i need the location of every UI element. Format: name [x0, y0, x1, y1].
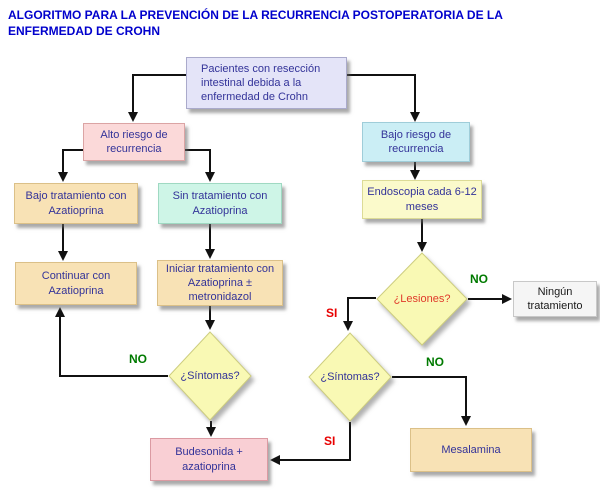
connector-sintomas-no-continuar [55, 307, 168, 377]
node-bajo-riesgo: Bajo riesgo de recurrencia [362, 122, 470, 162]
node-mesalamina: Mesalamina [410, 428, 532, 472]
connector-sintomas-si-budesonida [270, 422, 351, 465]
decision-lesiones-label: ¿Lesiones? [393, 293, 451, 305]
node-bajo-tratamiento: Bajo tratamiento con Azatioprina [14, 183, 138, 224]
label-no-sintomas-derecha: NO [426, 355, 444, 369]
page-title: ALGORITMO PARA LA PREVENCIÓN DE LA RECUR… [8, 8, 503, 38]
connector-alto-sintrat [185, 149, 215, 182]
node-pacientes-label: Pacientes con resección intestinal debid… [201, 62, 321, 104]
node-sin-tratamiento: Sin tratamiento con Azatioprina [158, 183, 282, 224]
node-bajo-tratamiento-label: Bajo tratamiento con Azatioprina [25, 190, 127, 217]
node-budesonida-label: Budesonida + azatioprina [175, 446, 243, 473]
node-continuar-label: Continuar con Azatioprina [41, 270, 111, 297]
decision-sintomas-izquierda: ¿Síntomas? [168, 331, 252, 421]
node-alto-riesgo: Alto riesgo de recurrencia [83, 123, 185, 161]
label-si-lesiones: SI [326, 306, 338, 320]
node-pacientes: Pacientes con resección intestinal debid… [186, 57, 347, 109]
diamond-shape [308, 332, 392, 422]
node-bajo-riesgo-label: Bajo riesgo de recurrencia [380, 128, 452, 155]
node-endoscopia-label: Endoscopia cada 6-12 meses [367, 186, 477, 213]
label-no-lesiones: NO [470, 272, 488, 286]
diamond-shape [376, 252, 468, 346]
node-endoscopia: Endoscopia cada 6-12 meses [362, 180, 482, 219]
connector-pacientes-alto [128, 74, 188, 122]
node-sin-tratamiento-label: Sin tratamiento con Azatioprina [172, 190, 268, 217]
label-si-sintomas-derecha: SI [324, 434, 336, 448]
connector-sintomas-no-mesalamina [392, 376, 471, 426]
connector-lesiones-si-sintomas [343, 297, 376, 331]
diamond-shape [168, 331, 252, 421]
node-budesonida: Budesonida + azatioprina [150, 438, 268, 481]
node-continuar: Continuar con Azatioprina [15, 262, 137, 305]
decision-sintomas-izquierda-label: ¿Síntomas? [180, 370, 240, 382]
node-mesalamina-label: Mesalamina [441, 443, 501, 456]
node-iniciar: Iniciar tratamiento con Azatioprina ± me… [157, 260, 283, 306]
label-no-sintomas-izquierda: NO [129, 352, 147, 366]
node-ningun-tratamiento-label: Ningún tratamiento [527, 285, 583, 312]
node-iniciar-label: Iniciar tratamiento con Azatioprina ± me… [165, 262, 275, 304]
node-alto-riesgo-label: Alto riesgo de recurrencia [100, 128, 168, 155]
decision-sintomas-derecha-label: ¿Síntomas? [320, 371, 380, 383]
node-ningun-tratamiento: Ningún tratamiento [513, 281, 597, 317]
decision-sintomas-derecha: ¿Síntomas? [308, 332, 392, 422]
connector-alto-bajotrat [58, 149, 83, 182]
decision-lesiones: ¿Lesiones? [376, 252, 468, 346]
connector-pacientes-bajo [347, 74, 420, 122]
